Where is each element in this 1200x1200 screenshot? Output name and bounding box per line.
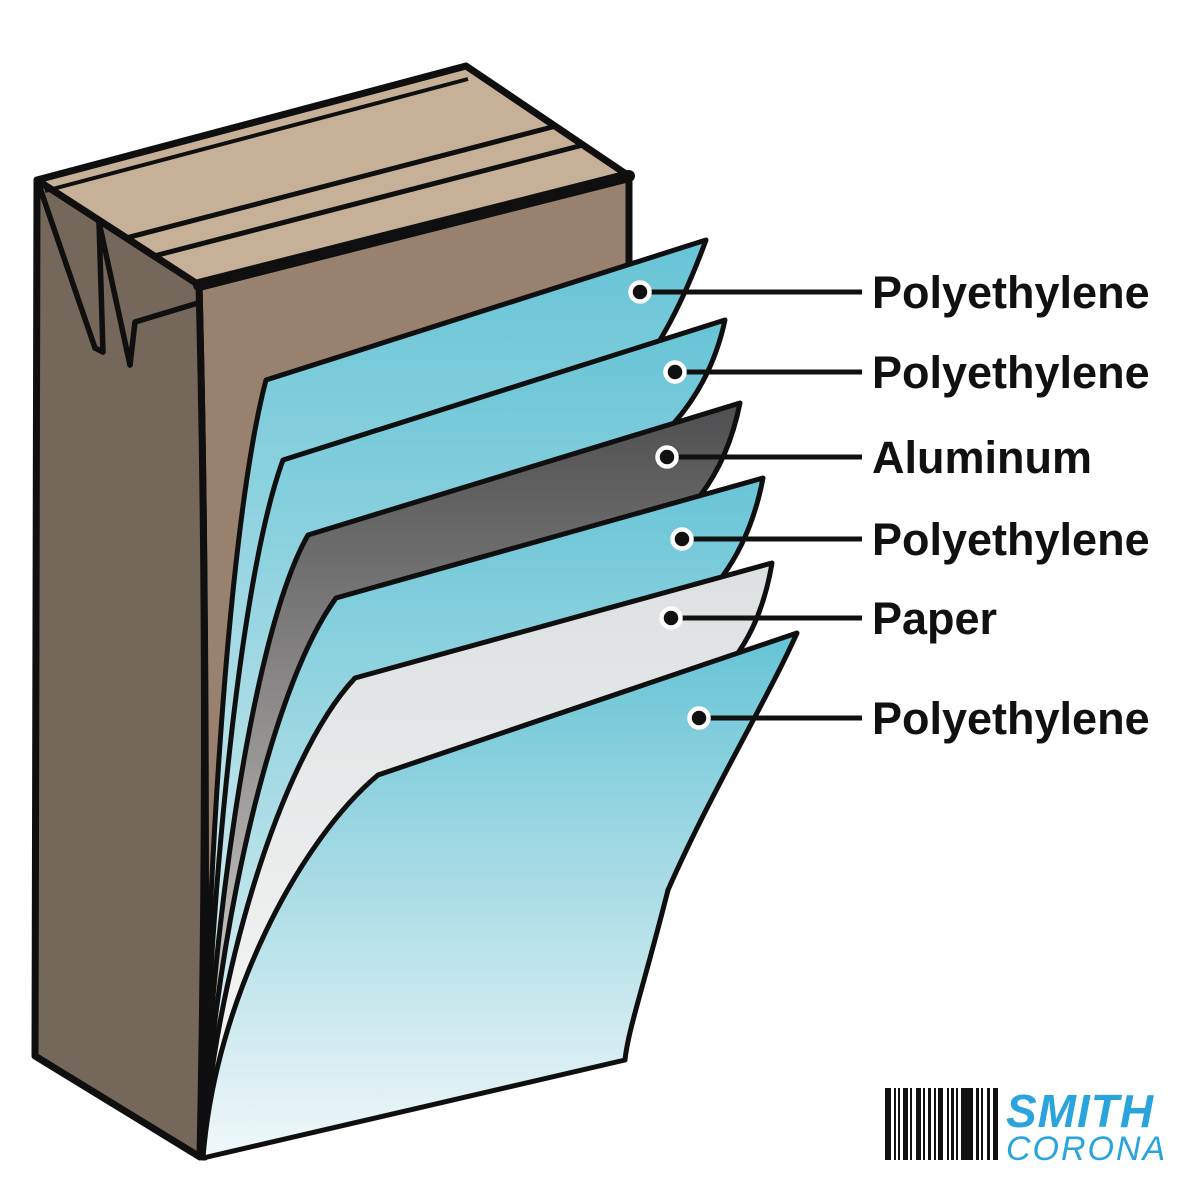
label-paper: Paper: [872, 593, 997, 644]
label-aluminum: Aluminum: [872, 432, 1092, 483]
barcode-bar: [916, 1088, 921, 1160]
leader-dot-6: [687, 706, 711, 730]
leader-lines: [628, 280, 862, 730]
label-polyethylene-2: Polyethylene: [872, 347, 1150, 398]
barcode-bar: [934, 1088, 936, 1160]
carton-front-top-edge: [193, 170, 635, 291]
leader-2: [663, 360, 862, 384]
material-layers: [200, 237, 800, 1161]
leader-dot-3: [655, 445, 679, 469]
leader-3: [655, 445, 862, 469]
smith-corona-logo: SMITH CORONA: [885, 1085, 1167, 1168]
barcode-bar: [961, 1088, 973, 1160]
layer-polyethylene-4: [200, 630, 800, 1161]
barcode-bar: [928, 1088, 931, 1160]
logo-smith-text: SMITH: [1006, 1085, 1154, 1137]
barcode-bar: [938, 1088, 943, 1160]
barcode-bar: [910, 1088, 912, 1160]
barcode-bar: [956, 1088, 958, 1160]
barcode-bar: [903, 1088, 908, 1160]
barcode-bar: [993, 1088, 998, 1160]
carton-left-face: [31, 176, 208, 1161]
barcode-bar: [976, 1088, 979, 1160]
label-polyethylene-3: Polyethylene: [872, 514, 1150, 565]
barcode-bar: [923, 1088, 925, 1160]
barcode-bar: [894, 1088, 896, 1160]
leader-4: [670, 527, 862, 551]
barcode-bar: [987, 1088, 990, 1160]
barcode-icon: [885, 1088, 998, 1160]
barcode-bar: [898, 1088, 900, 1160]
barcode-bar: [981, 1088, 983, 1160]
logo-corona-text: CORONA: [1006, 1130, 1167, 1168]
carton-top-crease-1: [125, 123, 557, 241]
carton-top-edge-inner-line: [44, 77, 469, 193]
barcode-bar: [885, 1088, 891, 1160]
leader-dot-5: [659, 606, 683, 630]
label-polyethylene-4: Polyethylene: [872, 693, 1150, 744]
barcode-bar: [951, 1088, 954, 1160]
leader-dot-4: [670, 527, 694, 551]
carton-gable-fold: [37, 185, 201, 368]
label-polyethylene-1: Polyethylene: [872, 267, 1150, 318]
leader-dot-2: [663, 360, 687, 384]
leader-1: [628, 280, 862, 304]
leader-5: [659, 606, 862, 630]
barcode-bar: [947, 1088, 949, 1160]
leader-dot-1: [628, 280, 652, 304]
layer-labels: Polyethylene Polyethylene Aluminum Polye…: [872, 267, 1150, 744]
leader-6: [687, 706, 862, 730]
carton-top-crease-2: [153, 142, 584, 259]
